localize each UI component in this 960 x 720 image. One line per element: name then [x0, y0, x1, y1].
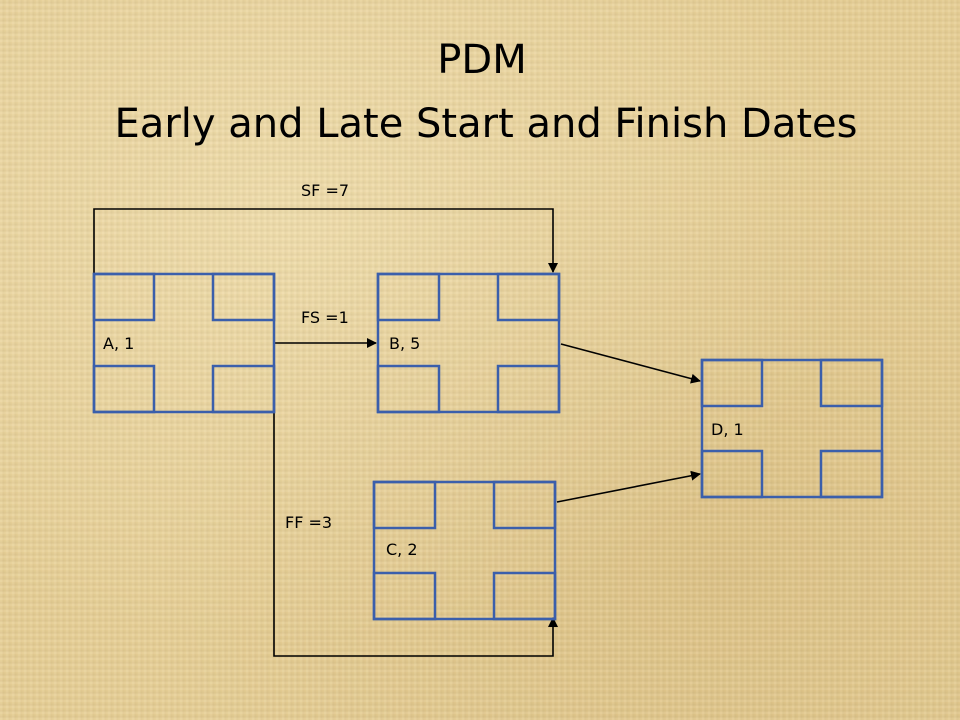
node-c-early-finish-cell: [492, 480, 557, 530]
activity-node-a[interactable]: [92, 272, 276, 414]
node-d-early-start-cell: [700, 358, 764, 408]
node-c-late-finish-cell: [492, 571, 557, 621]
node-b-late-finish-cell: [496, 364, 561, 414]
node-b-frame: [376, 272, 561, 414]
slide-title: PDM: [437, 37, 527, 83]
node-c-late-start-cell: [372, 571, 437, 621]
sf-lag-label: SF =7: [301, 181, 350, 200]
node-a-early-finish-cell: [211, 272, 276, 322]
connector-ff-a-to-c[interactable]: [273, 412, 558, 657]
node-c-frame: [372, 480, 557, 621]
node-a-label: A, 1: [103, 334, 135, 353]
slide-subtitle: Early and Late Start and Finish Dates: [114, 101, 858, 147]
node-d-early-finish-cell: [819, 358, 884, 408]
connector-c-to-d[interactable]: [556, 470, 701, 503]
node-b-late-start-cell: [376, 364, 441, 414]
connectors: [93, 208, 701, 657]
node-d-late-finish-cell: [819, 449, 884, 499]
node-a-early-start-cell: [92, 272, 156, 322]
fs-lag-label: FS =1: [301, 308, 349, 327]
node-b-early-start-cell: [376, 272, 441, 322]
connector-b-to-d[interactable]: [560, 343, 701, 384]
connector-sf-a-to-b[interactable]: [93, 208, 558, 274]
node-d-late-start-cell: [700, 449, 764, 499]
ff-lag-label: FF =3: [285, 513, 333, 532]
activity-node-d[interactable]: [700, 358, 884, 499]
node-d-label: D, 1: [711, 420, 744, 439]
node-c-label: C, 2: [386, 540, 418, 559]
node-a-frame: [92, 272, 276, 414]
activity-node-c[interactable]: [372, 480, 557, 621]
node-b-label: B, 5: [389, 334, 421, 353]
node-a-late-start-cell: [92, 364, 156, 414]
node-c-early-start-cell: [372, 480, 437, 530]
node-b-early-finish-cell: [496, 272, 561, 322]
node-a-late-finish-cell: [211, 364, 276, 414]
node-d-frame: [700, 358, 884, 499]
activity-node-b[interactable]: [376, 272, 561, 414]
